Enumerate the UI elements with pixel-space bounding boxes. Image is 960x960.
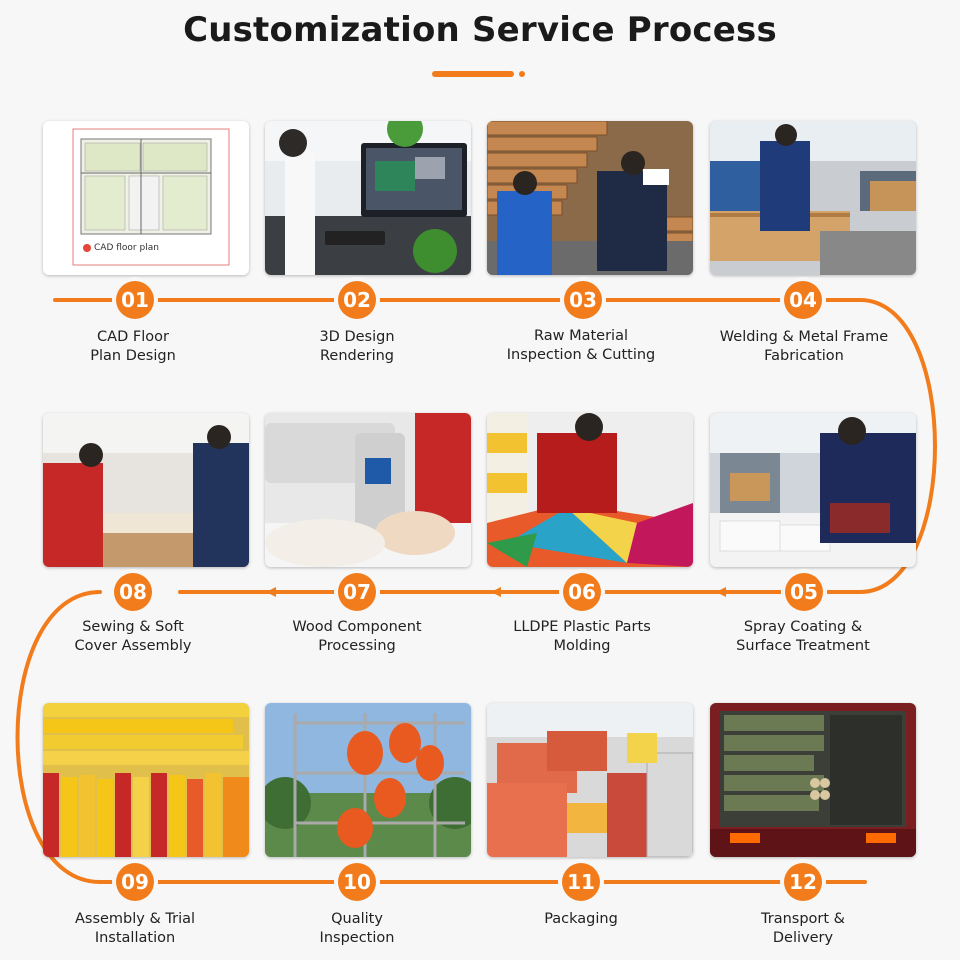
step-01-badge: 01 [116,281,154,319]
step-10-image [265,703,471,857]
step-04-badge: 04 [784,281,822,319]
step-12-badge: 12 [784,863,822,901]
step-09-badge: 09 [116,863,154,901]
title-underline [432,71,514,77]
step-08-image [43,413,249,567]
step-09-image [43,703,249,857]
step-11-badge: 11 [562,863,600,901]
step-03-image [487,121,693,275]
step-11-label: Packaging [544,911,618,927]
step-05-label: Spray Coating &Surface Treatment [736,619,870,654]
step-06-image [487,413,693,567]
step-07-badge: 07 [338,573,376,611]
step-10-badge: 10 [338,863,376,901]
page-title: Customization Service Process [183,10,777,50]
step-02-image [265,121,471,275]
step-05-image [710,413,916,567]
step-02-badge: 02 [338,281,376,319]
step-07-image [265,413,471,567]
step-01-image [43,121,249,275]
title-underline-dot [519,71,525,77]
step-06-badge: 06 [563,573,601,611]
step-04-image [710,121,916,275]
step-12-image [710,703,916,857]
red-dot-icon [83,244,91,252]
floor-plan-caption: CAD floor plan [83,243,159,253]
step-03-badge: 03 [564,281,602,319]
step-08-badge: 08 [114,573,152,611]
step-05-badge: 05 [785,573,823,611]
step-12-label: Transport &Delivery [761,911,845,946]
step-11-image [487,703,693,857]
